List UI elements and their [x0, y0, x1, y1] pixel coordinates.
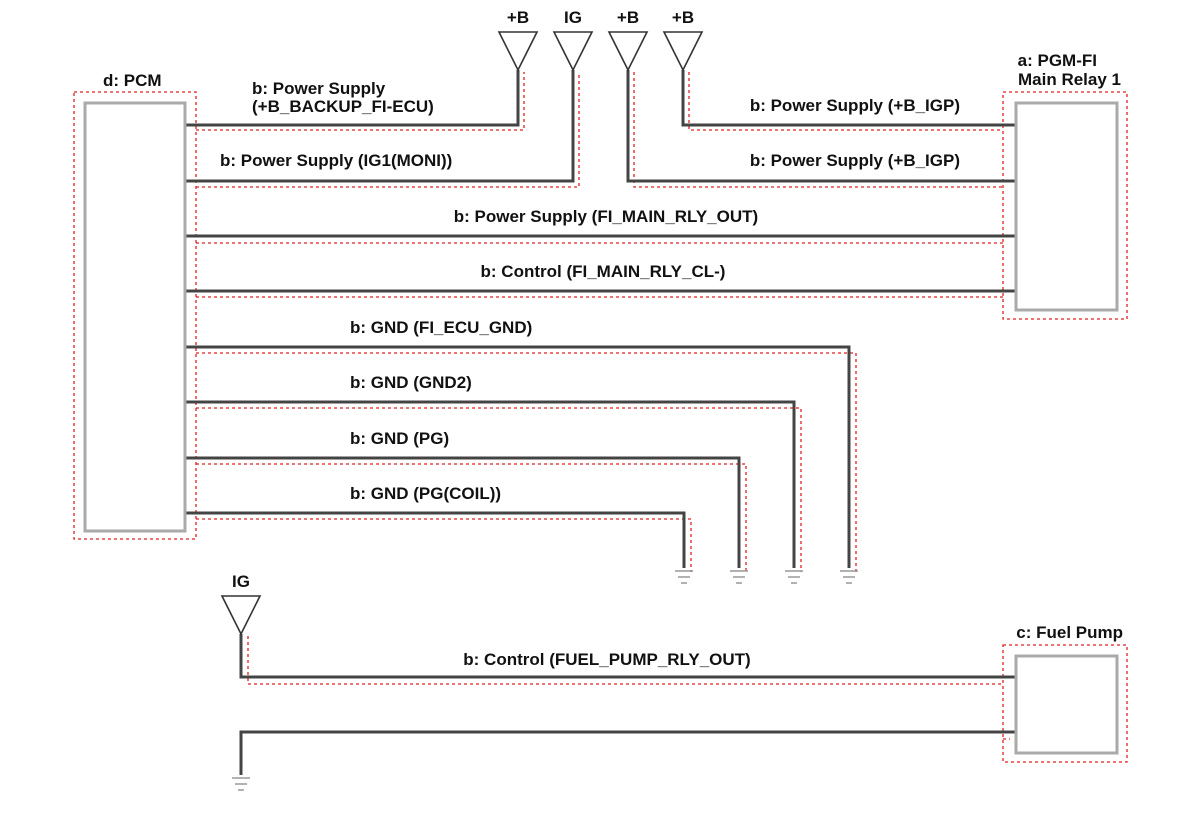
ground-icon — [785, 570, 803, 584]
relay-box — [1014, 101, 1119, 312]
ig1-wire-outline — [196, 72, 580, 188]
supply-triangle-icon — [497, 31, 539, 72]
wire-label-pg: b: GND (PG) — [350, 429, 449, 448]
wire-label-igp-2: b: Power Supply (+B_IGP) — [750, 151, 960, 170]
pg-outline — [196, 463, 747, 572]
ground-icon — [675, 570, 693, 584]
wire-fuel-pump-rly-out — [239, 634, 1016, 679]
igp-wires-outline — [633, 72, 1003, 188]
ground-icon — [232, 777, 250, 791]
wire-igp-2 — [626, 70, 1016, 183]
pcm-connector-outline — [73, 91, 197, 540]
relay-label-line1: a: PGM-FI — [1018, 51, 1097, 70]
wire-label-backup-line1: b: Power Supply — [252, 79, 386, 98]
supply-label-3: +B — [617, 8, 639, 27]
wire-label-main-rly-cl: b: Control (FI_MAIN_RLY_CL-) — [481, 262, 726, 281]
wires — [186, 70, 1016, 775]
backup-wire-outline — [196, 72, 525, 131]
ground-icon — [840, 570, 858, 584]
supply-triangle-icon — [552, 31, 594, 72]
wire-pg-coil — [186, 511, 686, 568]
wire-label-pg-coil: b: GND (PG(COIL)) — [350, 484, 501, 503]
wire-label-igp-1: b: Power Supply (+B_IGP) — [750, 96, 960, 115]
relay-connector-outline — [1002, 91, 1128, 320]
fuel-pump-ctrl-outline — [247, 636, 1003, 685]
supply-label-2: IG — [564, 8, 582, 27]
pcm-label: d: PCM — [103, 71, 162, 90]
fuel-pump-connector-outline — [1002, 644, 1128, 763]
supply-triangle-icon — [220, 595, 262, 636]
fuel-pump-box — [1014, 654, 1119, 755]
ground-symbols — [232, 570, 858, 791]
fi-ecu-gnd-outline — [196, 352, 857, 572]
supply-label-4: +B — [672, 8, 694, 27]
wire-label-fi-ecu-gnd: b: GND (FI_ECU_GND) — [350, 318, 532, 337]
wire-label-main-rly-out: b: Power Supply (FI_MAIN_RLY_OUT) — [454, 207, 758, 226]
harness-outlines — [73, 72, 1128, 763]
relay-label-line2: Main Relay 1 — [1018, 70, 1121, 89]
wire-fi-ecu-gnd — [186, 345, 851, 568]
wire-fuel-pump-gnd — [239, 730, 1016, 775]
wire-ig1-moni — [186, 70, 575, 183]
wire-label-ig1-moni: b: Power Supply (IG1(MONI)) — [220, 151, 452, 170]
pcm-box — [83, 101, 187, 533]
supply-label-5: IG — [232, 572, 250, 591]
gnd2-outline — [196, 407, 802, 572]
wire-igp-1 — [681, 70, 1016, 127]
supply-symbols — [220, 31, 704, 636]
supply-label-1: +B — [507, 8, 529, 27]
wire-label-backup-line2: (+B_BACKUP_FI-ECU) — [252, 97, 434, 116]
wire-pg — [186, 456, 741, 568]
supply-triangle-icon — [607, 31, 649, 72]
ground-icon — [730, 570, 748, 584]
igp1-wire-outline — [688, 72, 1003, 131]
wire-backup-fi-ecu — [186, 70, 520, 127]
wire-label-gnd2: b: GND (GND2) — [350, 373, 472, 392]
pg-coil-outline — [196, 518, 692, 572]
wire-label-fuel-pump-rly-out: b: Control (FUEL_PUMP_RLY_OUT) — [463, 650, 750, 669]
fuel-pump-label: c: Fuel Pump — [1016, 623, 1123, 642]
wire-gnd2 — [186, 400, 796, 568]
supply-triangle-icon — [662, 31, 704, 72]
